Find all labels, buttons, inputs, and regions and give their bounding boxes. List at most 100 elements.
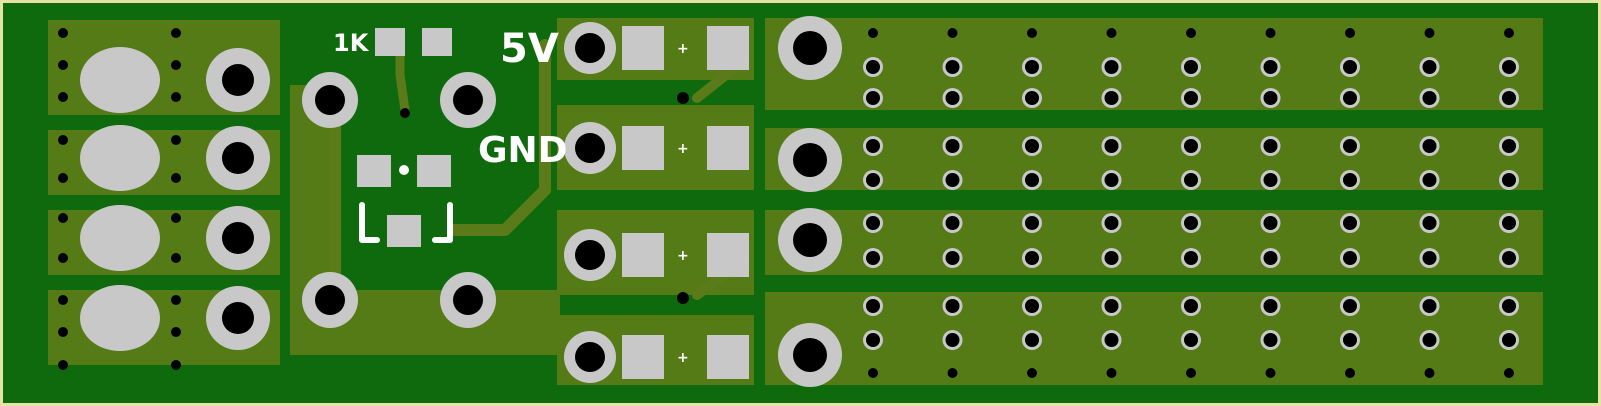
proto-hole — [1184, 173, 1198, 187]
proto-hole — [1184, 333, 1198, 347]
via-hole — [171, 253, 181, 263]
proto-hole — [1502, 139, 1516, 153]
proto-hole — [1345, 368, 1355, 378]
proto-hole — [1184, 216, 1198, 230]
via-hole — [58, 295, 68, 305]
pad-hole — [575, 33, 605, 63]
proto-hole — [1104, 299, 1119, 313]
proto-hole — [1502, 216, 1516, 230]
proto-hole — [1424, 368, 1435, 378]
proto-hole — [1343, 216, 1357, 230]
proto-hole — [945, 251, 960, 265]
silk-label-5v: 5V — [500, 26, 559, 72]
smd-pad — [422, 28, 452, 56]
smd-pad — [622, 126, 664, 170]
via-hole — [58, 327, 68, 337]
proto-hole — [947, 368, 958, 378]
proto-hole — [1422, 216, 1437, 230]
proto-hole — [1343, 60, 1357, 74]
pad-hole — [222, 64, 254, 96]
proto-hole — [1422, 91, 1437, 105]
proto-hole — [866, 216, 880, 230]
proto-hole — [945, 299, 960, 313]
oval-pad — [80, 125, 160, 191]
proto-hole — [1343, 139, 1357, 153]
proto-hole — [1027, 368, 1037, 378]
proto-hole — [1263, 173, 1278, 187]
via-hole — [171, 92, 181, 102]
proto-hole — [1345, 28, 1355, 38]
proto-hole — [1263, 333, 1278, 347]
proto-hole — [1104, 251, 1119, 265]
oval-pad — [80, 47, 160, 113]
proto-hole — [945, 173, 960, 187]
plus-marker-icon: + — [677, 350, 689, 366]
proto-hole — [945, 60, 960, 74]
proto-hole — [1025, 60, 1039, 74]
proto-strip — [765, 292, 1543, 385]
plus-marker-icon: + — [677, 248, 689, 264]
via-hole — [171, 295, 181, 305]
polarity-dot-icon — [399, 165, 409, 175]
proto-hole — [1184, 60, 1198, 74]
via-hole — [171, 28, 181, 38]
proto-hole — [1104, 173, 1119, 187]
pad-hole — [315, 85, 345, 115]
proto-hole — [1424, 28, 1435, 38]
smd-pad — [707, 233, 749, 277]
oval-pad — [80, 205, 160, 271]
proto-hole — [1502, 251, 1516, 265]
proto-hole — [1104, 60, 1119, 74]
proto-hole — [1422, 173, 1437, 187]
via-hole — [58, 213, 68, 223]
silk-label-gnd: GND — [478, 130, 568, 171]
proto-hole — [866, 91, 880, 105]
proto-hole — [1422, 333, 1437, 347]
pad-hole — [575, 240, 605, 270]
plus-marker-icon: + — [677, 141, 689, 157]
proto-hole — [945, 91, 960, 105]
via-hole — [677, 92, 689, 104]
pad-hole — [222, 142, 254, 174]
via-hole — [58, 173, 68, 183]
pad-hole — [793, 143, 827, 177]
plus-marker-icon: + — [677, 41, 689, 57]
proto-hole — [1422, 299, 1437, 313]
via-hole — [58, 360, 68, 370]
proto-hole — [1265, 28, 1276, 38]
proto-hole — [1104, 216, 1119, 230]
proto-hole — [1263, 139, 1278, 153]
smd-pad — [707, 26, 749, 70]
pad-hole — [793, 31, 827, 65]
proto-hole — [1502, 333, 1516, 347]
silk-label-1k: 1K — [333, 29, 370, 57]
proto-hole — [945, 139, 960, 153]
pad-hole — [575, 133, 605, 163]
proto-hole — [1184, 251, 1198, 265]
proto-hole — [1263, 299, 1278, 313]
pad-hole — [222, 302, 254, 334]
proto-hole — [1422, 60, 1437, 74]
proto-strip — [765, 128, 1543, 190]
smd-pad — [357, 155, 391, 187]
via-hole — [171, 173, 181, 183]
proto-hole — [1422, 251, 1437, 265]
proto-hole — [1263, 216, 1278, 230]
via-hole — [171, 327, 181, 337]
proto-hole — [1265, 368, 1276, 378]
led-trace — [449, 39, 551, 236]
proto-hole — [1184, 91, 1198, 105]
via-hole — [171, 135, 181, 145]
proto-hole — [1184, 299, 1198, 313]
proto-hole — [1104, 91, 1119, 105]
smd-pad — [375, 28, 405, 56]
proto-hole — [1343, 91, 1357, 105]
proto-hole — [1025, 173, 1039, 187]
proto-hole — [1343, 333, 1357, 347]
proto-hole — [866, 299, 880, 313]
proto-hole — [866, 333, 880, 347]
proto-hole — [945, 216, 960, 230]
proto-hole — [1025, 139, 1039, 153]
via-hole — [58, 92, 68, 102]
proto-hole — [1502, 60, 1516, 74]
